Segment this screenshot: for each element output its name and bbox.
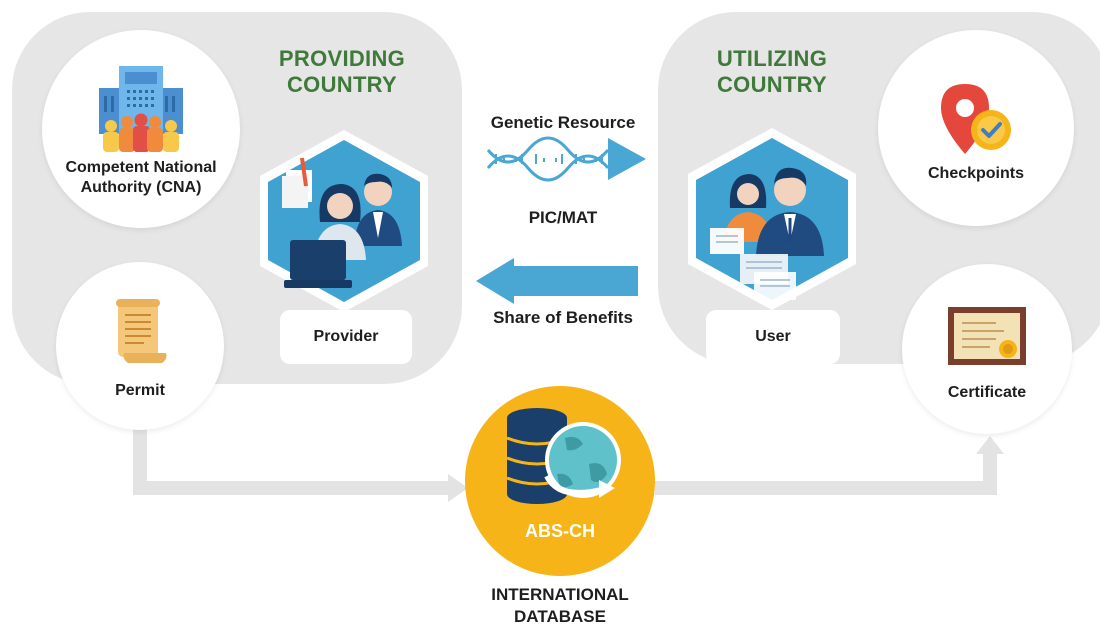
provider-label: Provider [280, 310, 412, 364]
user-illustration [688, 128, 856, 310]
database-globe-icon [506, 408, 621, 504]
share-of-benefits-arrow[interactable] [474, 256, 642, 306]
genetic-resource-label: Genetic Resource [490, 113, 636, 132]
cna-label: Competent National Authority (CNA) [65, 159, 217, 196]
cna-node: Competent National Authority (CNA) [42, 30, 240, 228]
user-label: User [706, 310, 840, 364]
abs-ch-database[interactable]: ABS-CH [465, 386, 655, 576]
permit-label: Permit [115, 382, 165, 399]
international-database-title: INTERNATIONAL DATABASE [491, 585, 629, 627]
dna-icon[interactable] [486, 136, 648, 182]
map-pin-check-icon [941, 84, 1011, 154]
provider-illustration [260, 130, 428, 312]
providing-country-title: PROVIDING COUNTRY [278, 46, 406, 98]
certificate-label: Certificate [947, 384, 1027, 401]
permit-node: Permit [56, 262, 224, 430]
abs-ch-label: ABS-CH [525, 521, 595, 541]
permit-scroll-icon [116, 299, 167, 363]
building-icon [99, 66, 183, 152]
certificate-icon [948, 307, 1026, 365]
pic-mat-label: PIC/MAT [528, 208, 598, 227]
share-of-benefits-label: Share of Benefits [493, 308, 633, 327]
utilizing-country-title: UTILIZING COUNTRY [716, 46, 828, 98]
checkpoints-label: Checkpoints [927, 165, 1024, 182]
checkpoints-node: Checkpoints [878, 30, 1074, 226]
certificate-node: Certificate [902, 264, 1072, 434]
